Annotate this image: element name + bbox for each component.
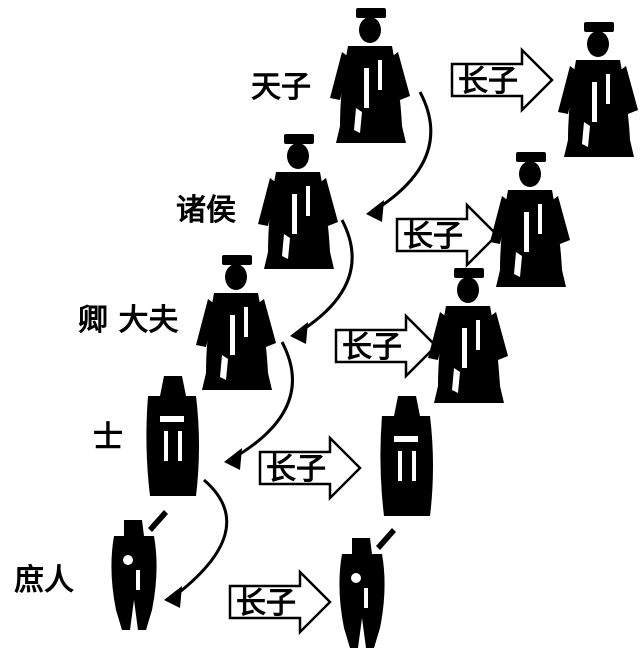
rank-row-zhuhou: 诸侯 长子: [176, 134, 570, 344]
rank-label-qingdafu: 卿 大夫: [78, 303, 179, 338]
eldest-son-label: 长子: [458, 64, 518, 99]
rank-label-tianzi: 天子: [251, 70, 311, 105]
zhuhou-heir-figure-icon: [490, 152, 570, 287]
rank-label-shuren: 庶人: [14, 563, 74, 598]
rank-label-zhuhou: 诸侯: [176, 193, 236, 228]
shuren-heir-figure-icon: [339, 528, 396, 648]
rank-row-tianzi: 天子 长子: [251, 8, 638, 222]
eldest-son-label: 长子: [342, 330, 402, 365]
succession-curve-arrow: [164, 478, 229, 608]
eldest-son-arrow: 长子: [258, 436, 362, 500]
succession-curve-arrow: [366, 91, 433, 222]
eldest-son-arrow: 长子: [395, 203, 499, 267]
eldest-son-arrow: 长子: [228, 570, 332, 634]
eldest-son-label: 长子: [236, 586, 296, 621]
succession-curve-arrow: [290, 219, 354, 344]
tianzi-heir-figure-icon: [558, 22, 638, 157]
zhuhou-figure-icon: [258, 134, 338, 269]
eldest-son-label: 长子: [266, 452, 326, 487]
shi-heir-figure-icon: [380, 396, 433, 516]
rank-row-shi: 士 长子: [93, 376, 433, 608]
eldest-son-arrow: 长子: [334, 314, 438, 378]
qingdafu-heir-figure-icon: [428, 268, 508, 403]
rank-row-shuren: 庶人 长子: [14, 510, 396, 648]
eldest-son-arrow: 长子: [450, 48, 554, 112]
shi-figure-icon: [146, 376, 199, 496]
succession-curve-arrow: [224, 341, 294, 470]
tianzi-figure-icon: [330, 8, 410, 143]
eldest-son-label: 长子: [403, 219, 463, 254]
qingdafu-figure-icon: [196, 255, 276, 390]
shuren-figure-icon: [111, 510, 168, 630]
rank-label-shi: 士: [93, 420, 123, 455]
rank-row-qingdafu: 卿 大夫 长子: [78, 255, 508, 470]
